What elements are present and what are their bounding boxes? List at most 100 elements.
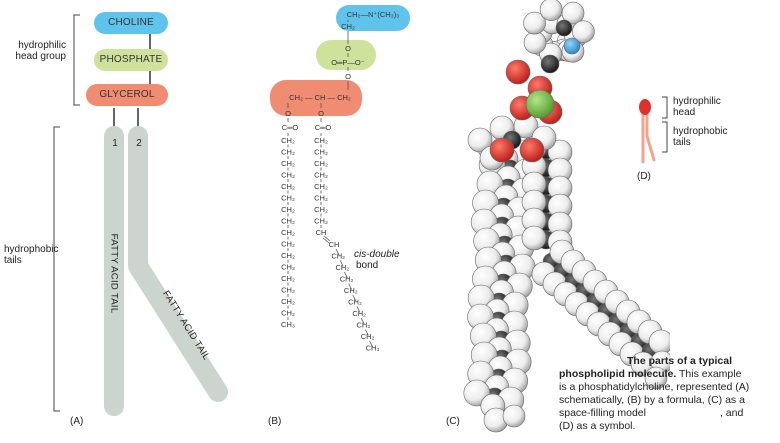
glycerol-block: GLYCEROL [86,84,168,106]
phosphate-block: PHOSPHATE [94,49,168,71]
chain-1-ch2-label: CH₂ [281,217,295,226]
bond-line [348,283,352,290]
choline-block: CHOLINE [94,12,168,34]
bond-line [369,340,373,348]
head-group-label-line-1: hydrophilic [18,40,66,51]
chain-2-ch2-label: CH₂ [314,194,328,203]
fatty-acid-tails [104,126,228,416]
ester-o-2-label: O [318,109,324,118]
chain-2-ch2-label: CH₂ [314,205,328,214]
oxygen-atom [489,137,515,163]
carbonyl-label-1: C═O [282,123,299,132]
hydrogen-atom [561,1,585,25]
phosphate-o-bottom-label: O [345,72,351,81]
phosphorus-atom [525,89,555,119]
panel-a-label: (A) [70,416,84,427]
hydrogen-atom [644,366,668,390]
cis-label-line-2: bond [356,260,379,271]
space-filling-model [463,0,670,433]
carbon-atom [540,54,560,74]
chain-1-ch2-label: CH₂ [281,309,295,318]
choline-formula-block [336,5,410,31]
chain-1-ch2-label: CH₂ [281,194,295,203]
symbol-head-label-line-2: head [673,107,696,118]
chain-1-ch2-label: CH₂ [281,263,295,272]
symbol-tails-label-line-2: tails [673,137,691,148]
chain-1-ch2-label: CH₂ [281,286,295,295]
symbol-tails-label: hydrophobic tails [673,126,727,148]
chain-2-kinked-ch2-label: CH₂ [352,309,366,318]
carbon-atom [555,19,573,37]
hydrogen-atom [648,329,670,355]
chain-1-ch2-label: CH₂ [281,274,295,283]
chain-2-ch2-label: CH₂ [314,182,328,191]
head-connectors [113,28,151,130]
hydrogen-atom [502,404,526,428]
symbol-brackets [662,96,668,153]
symbol-tails-label-line-1: hydrophobic [673,126,728,137]
caption-title: The parts of a typical [627,355,733,367]
chain-2-kinked-ch2-label: CH₂ [331,252,345,261]
chain-2-ch2-label: CH₂ [314,148,328,157]
chain-2-kinked-ch2-label: CH₂ [336,263,350,272]
bond-line [322,237,330,244]
chain-1-ch2-label: CH₂ [281,136,295,145]
chain-1-ch2-label: CH₂ [281,171,295,180]
hydrogen-atom [539,0,563,21]
chain-2-kinked-ch2-label: CH₂ [344,286,358,295]
glycerol-formula-label: CH₂ — CH — CH₂ [289,93,351,102]
caption-text-3: schematically, (B) by a formula, (C) as … [559,394,745,406]
chain-1-ch2-label: CH₂ [281,228,295,237]
chain-1-ch2-label: CH₂ [281,159,295,168]
hydrogen-atom [572,20,595,43]
caption-text-5: , and [719,407,744,419]
chain-2-ch2-label: CH₂ [314,159,328,168]
chain-2-kinked-ch2-label: CH₂ [340,275,354,284]
caption-text-4: space-filling model [559,407,646,419]
bond-line [365,329,369,336]
glycerol-formula-block [270,80,362,116]
symbol-tail-2 [645,112,656,162]
hydrogen-atom [521,225,547,251]
panel-c-label: (C) [446,416,460,427]
caption-title-2: phospholipid molecule. [559,368,677,380]
cis-label-line-1: cis-double [354,249,400,260]
chain-1-ch2-label: CH₂ [281,251,295,260]
bond-line [360,317,365,325]
chain-2-kinked-ch2-label: CH₂ [348,298,362,307]
cis-double-bond-label: cis-double bond [354,249,400,271]
choline-formula-label: CH₂—N⁺(CH₃)₃ [347,10,400,19]
tails-label: hydrophobic tails [4,244,74,266]
chain-2-ch2-label: CH₂ [314,171,328,180]
hydrogen-atom [523,11,546,35]
chain-1-ch2-label: CH₂ [281,297,295,306]
head-group-label-line-2: head group [15,51,66,62]
symbol-head-label-line-1: hydrophilic [673,96,721,107]
fatty-acid-tail-2 [128,126,228,402]
tail-2-number: 2 [136,138,142,149]
phosphate-formula-block [316,40,376,70]
carbonyl-label-2: C═O [315,123,332,132]
phosphate-p-label: O═P—O⁻ [331,58,364,67]
tails-label-line-2: tails [4,255,22,266]
phospholipid-symbol [639,99,656,164]
symbol-head-label: hydrophilic head [673,96,721,118]
figure-caption: The parts of a typical phospholipid mole… [559,355,774,433]
chain-2-ch-label-1: CH [316,228,327,237]
bond-line [339,260,344,267]
chain-2-kinked-ch2-label: CH₂ [357,321,371,330]
tail-1-label: FATTY ACID TAIL [108,233,120,314]
chain-1-ch2-label: CH₂ [281,205,295,214]
head-group-label: hydrophilic head group [8,40,66,62]
chain-1-ch2-label: CH₂ [281,182,295,191]
panel-d-label: (D) [637,171,651,182]
tails-label-line-1: hydrophobic [4,244,59,255]
bond-line [335,248,340,256]
oxygen-atom [519,137,545,163]
panel-b-label: (B) [268,416,282,427]
phosphate-o-top-label: O [345,44,351,53]
symbol-head [639,99,651,115]
chain-2-ch2-label: CH₂ [314,217,328,226]
chain-1-ch2-label: CH₂ [281,148,295,157]
